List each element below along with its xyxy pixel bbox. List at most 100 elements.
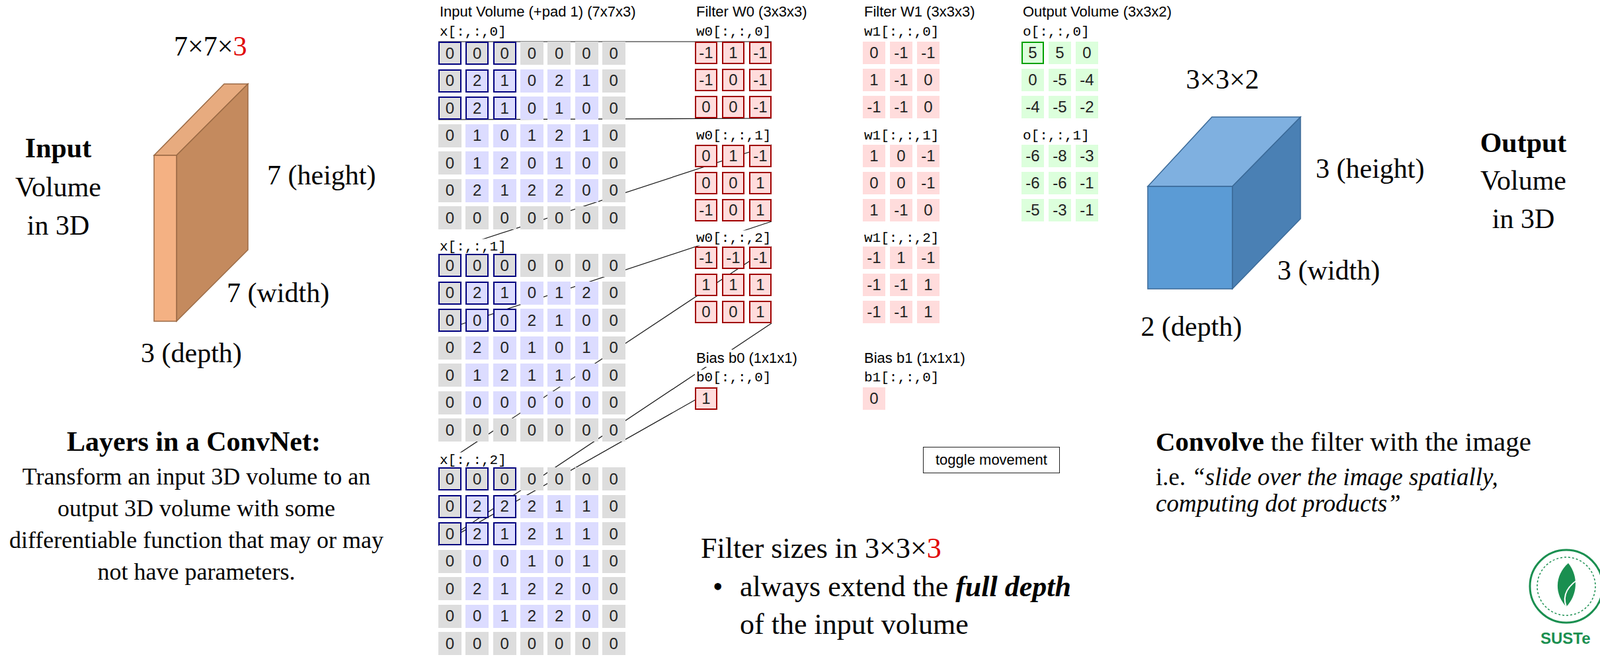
text-label: full depth [955,569,1072,604]
table-cell: 1 [749,171,772,195]
table-cell: -1 [694,68,718,92]
table-cell: -4 [1021,95,1044,119]
text-label: Output [1480,126,1567,159]
table-cell: 0 [465,41,489,65]
table-cell: 2 [547,577,571,601]
table-cell: -5 [1048,95,1072,119]
table-cell: 0 [602,522,626,546]
text-label: of the input volume [739,607,969,642]
table-cell: 0 [575,363,599,387]
table-cell: -1 [721,246,745,270]
table-cell: 2 [465,577,489,601]
table-cell: -8 [1048,144,1072,168]
table-cell: -1 [889,68,913,92]
table-cell: 0 [520,253,544,278]
table-cell: 0 [602,151,626,175]
text-label: 3 (width) [1277,254,1380,287]
table-cell: 0 [721,300,745,324]
table-cell: 0 [438,632,462,656]
table-cell: 1 [862,68,886,92]
text-label: 3×3×2 [1186,63,1259,96]
table-cell: 0 [520,206,544,230]
table-cell: 0 [438,124,462,148]
text-label: w0[:,:,2] [694,230,773,246]
table-cell: 1 [520,550,544,574]
table-cell: 2 [465,336,489,360]
table-cell: 2 [575,281,599,305]
table-cell: 0 [438,151,462,175]
table-cell: 0 [438,391,462,415]
table-cell: -1 [749,246,772,270]
table-cell: -1 [889,41,913,65]
table-cell: 1 [465,363,489,387]
text-label: w1[:,:,2] [862,230,941,246]
table-cell: 0 [438,577,462,601]
table-cell: 1 [749,199,772,222]
table-cell: 0 [493,124,517,148]
table-cell: 0 [493,391,517,415]
table-cell: 1 [749,300,772,324]
table-cell: 1 [465,124,489,148]
table-cell: 0 [520,281,544,305]
table-cell: 2 [465,179,489,203]
table-cell: 1 [493,69,517,93]
text-label: 3 [232,30,247,63]
text-label: o[:,:,0] [1021,24,1091,40]
table-cell: 1 [493,281,517,305]
table-cell: 0 [575,467,599,491]
table-cell: 0 [438,418,462,442]
table-cell: 0 [602,467,626,491]
table-cell: -1 [889,300,913,324]
text-label: b0[:,:,0] [694,370,773,386]
table-cell: 1 [721,144,745,168]
table-cell: 0 [602,495,626,519]
table-cell: 0 [438,206,462,230]
text-label: Transform an input 3D volume to an outpu… [0,461,393,589]
table-cell: -5 [1021,199,1044,222]
table-cell: 0 [493,41,517,65]
table-cell: 0 [575,577,599,601]
table-cell: 1 [465,151,489,175]
table-cell: 0 [575,391,599,415]
table-cell: -5 [1048,68,1072,92]
table-cell: 0 [889,171,913,195]
table-cell: -1 [749,68,772,92]
text-label: 7×7× [173,30,233,63]
table-cell: 1 [520,363,544,387]
table-cell: 5 [1048,41,1072,65]
table-cell: 0 [602,41,626,65]
text-label: Volume in 3D [1,167,115,245]
text-label: 7 (height) [267,159,376,192]
table-cell: 0 [917,199,940,222]
table-cell: 2 [520,604,544,629]
text-label: 3 (depth) [140,337,242,369]
text-label: 2 (depth) [1141,310,1243,343]
table-cell: 0 [438,69,462,93]
text-label: “slide over the image spatially, computi… [1155,464,1579,518]
table-cell: -3 [1075,144,1099,168]
table-cell: 0 [602,179,626,203]
table-cell: 0 [602,632,626,656]
text-label: 3 (height) [1315,152,1425,185]
table-cell: 0 [465,308,489,332]
table-cell: 0 [602,69,626,93]
table-cell: 0 [575,41,599,65]
table-cell: 0 [438,522,462,546]
table-cell: 0 [862,387,886,410]
text-label: w0[:,:,1] [694,128,773,144]
table-cell: 0 [575,418,599,442]
table-cell: 0 [547,550,571,574]
text-label: w0[:,:,0] [694,24,773,40]
table-cell: -1 [749,95,772,119]
table-cell: 0 [493,336,517,360]
table-cell: 2 [520,495,544,519]
text-label: Filter W1 (3x3x3) [862,3,976,21]
table-cell: 1 [862,199,886,222]
table-cell: 2 [547,124,571,148]
table-cell: 0 [520,151,544,175]
table-cell: 0 [465,604,489,629]
table-cell: 0 [465,418,489,442]
table-cell: 0 [438,550,462,574]
table-cell: 0 [917,95,940,119]
table-cell: 0 [493,308,517,332]
